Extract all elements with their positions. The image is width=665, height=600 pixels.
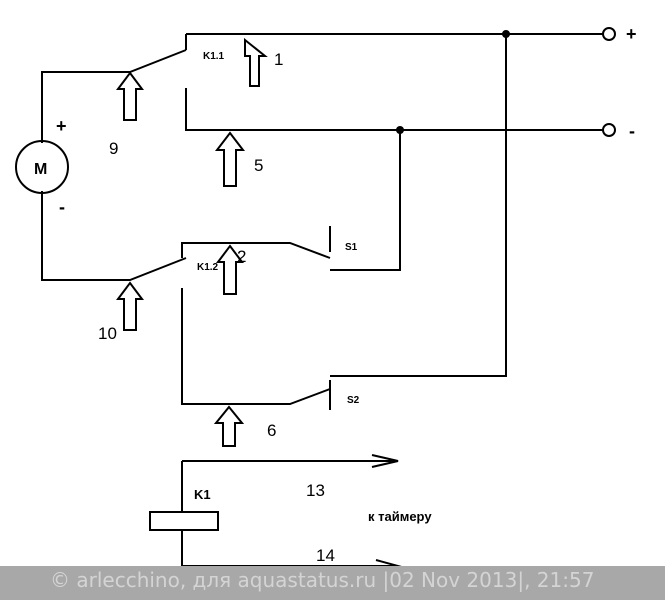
point-13: 13 bbox=[306, 481, 325, 500]
switch-s1-label: S1 bbox=[345, 242, 358, 253]
wire-k12-s1 bbox=[181, 242, 331, 259]
point-2: 2 bbox=[237, 247, 246, 266]
wire-s1-minus bbox=[330, 130, 401, 271]
relay-coil bbox=[149, 511, 219, 531]
arrow-up-9 bbox=[116, 71, 144, 121]
point-10: 10 bbox=[98, 324, 117, 343]
motor-minus-label: - bbox=[59, 197, 65, 217]
terminal-minus-circle bbox=[602, 123, 616, 137]
wire-motor-k11 bbox=[41, 49, 187, 143]
watermark-bar bbox=[0, 566, 665, 600]
motor-symbol bbox=[15, 140, 69, 194]
contact-k11-label: K1.1 bbox=[203, 51, 225, 62]
wire-motor-k12 bbox=[41, 191, 187, 281]
junction-top bbox=[502, 30, 510, 38]
switch-s2-label: S2 bbox=[347, 395, 360, 406]
arrow-up-1 bbox=[244, 37, 268, 87]
wire-relay-14 bbox=[181, 530, 398, 567]
wire-minus-rail bbox=[185, 88, 604, 131]
junction-minus bbox=[396, 126, 404, 134]
point-6: 6 bbox=[267, 421, 276, 440]
point-9: 9 bbox=[109, 139, 118, 158]
arrow-up-10 bbox=[116, 281, 144, 331]
arrow-up-2 bbox=[216, 244, 244, 295]
arrow-up-5 bbox=[214, 131, 246, 187]
arrow-13 bbox=[371, 454, 399, 468]
motor-label: M bbox=[34, 161, 47, 178]
motor-plus-label: + bbox=[56, 116, 67, 136]
relay-k1-label: K1 bbox=[194, 487, 211, 502]
terminal-minus-label: - bbox=[629, 121, 635, 141]
point-14: 14 bbox=[316, 546, 335, 565]
terminal-plus-circle bbox=[602, 27, 616, 41]
arrow-up-6 bbox=[213, 405, 245, 447]
watermark-text: © arlecchino, для aquastatus.ru |02 Nov … bbox=[50, 568, 595, 592]
wire-k12-s2 bbox=[181, 288, 331, 405]
timer-label: к таймеру bbox=[368, 509, 432, 524]
wire-s2-plus bbox=[330, 34, 507, 377]
point-5: 5 bbox=[254, 156, 263, 175]
terminal-plus-label: + bbox=[626, 24, 637, 44]
contact-k12-label: K1.2 bbox=[197, 262, 219, 273]
point-1: 1 bbox=[274, 50, 283, 69]
